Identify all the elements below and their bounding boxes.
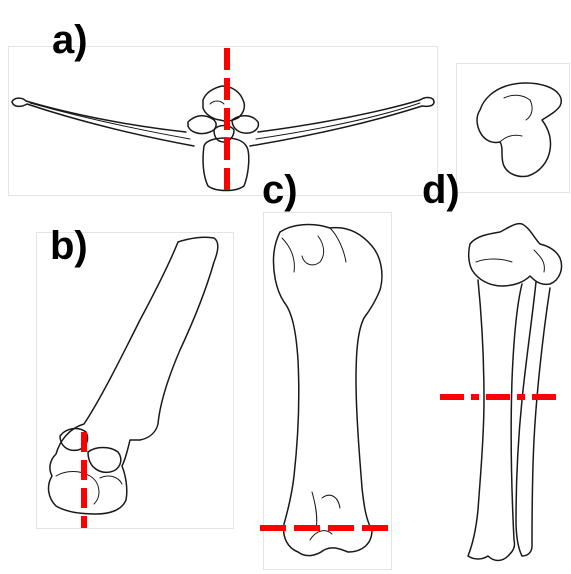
tibia-fibula-drawing — [468, 224, 562, 561]
vertebra-rib-drawing — [12, 86, 434, 191]
patella-drawing — [477, 83, 561, 177]
femur-drawing — [273, 225, 381, 556]
humerus-drawing — [49, 237, 218, 514]
